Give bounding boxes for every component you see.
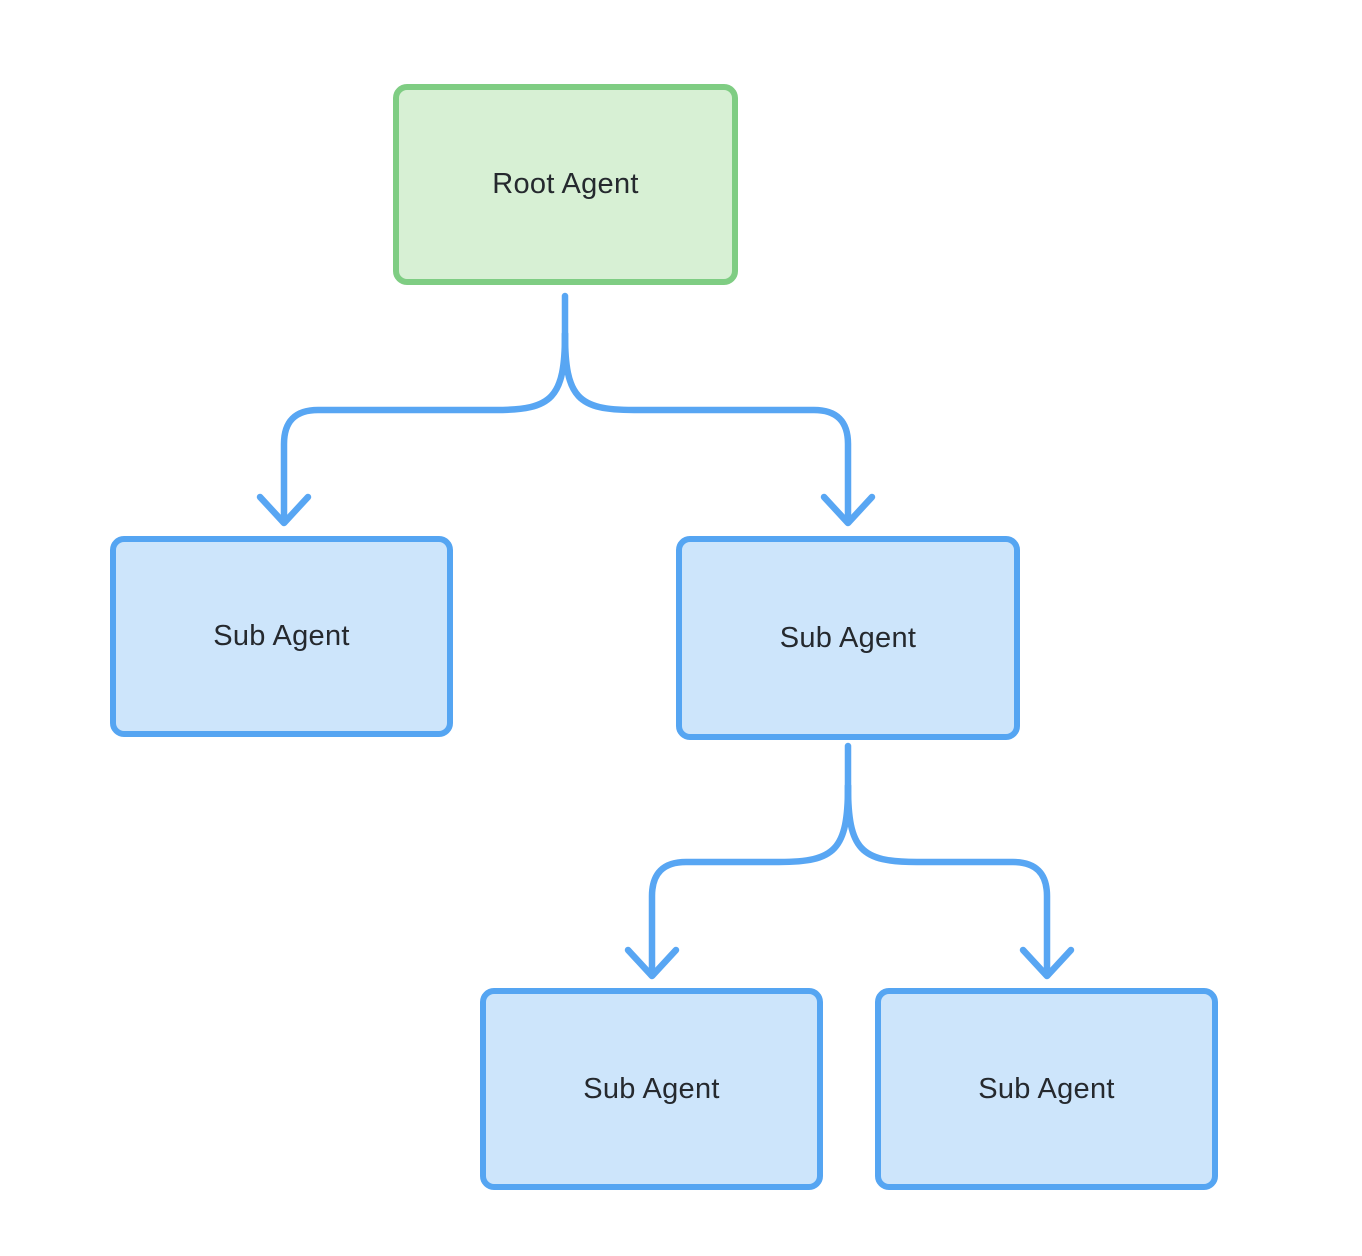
edge-root-to-sub-left <box>256 330 569 527</box>
edge-root-to-sub-right <box>561 330 876 527</box>
edge-sub-right-to-sub-bottom-right <box>844 782 1075 980</box>
edge-line <box>280 330 569 525</box>
edge-line <box>844 782 1051 978</box>
edge-sub-right-to-sub-bottom-left <box>624 782 852 980</box>
node-root-agent: Root Agent <box>393 84 738 285</box>
node-label: Sub Agent <box>583 1072 720 1105</box>
node-label: Sub Agent <box>779 621 917 654</box>
arrowhead-down-icon <box>820 493 876 527</box>
edge-line <box>648 782 852 978</box>
node-label: Root Agent <box>492 168 639 200</box>
arrowhead-down-icon <box>1019 946 1075 980</box>
node-label: Sub Agent <box>213 620 350 652</box>
node-sub-agent-right: Sub Agent <box>676 536 1020 740</box>
node-label: Sub Agent <box>978 1072 1115 1105</box>
node-sub-agent-bottom-right: Sub Agent <box>875 988 1218 1190</box>
arrowhead-down-icon <box>624 946 680 980</box>
arrowhead-down-icon <box>256 493 312 527</box>
node-sub-agent-left: Sub Agent <box>110 536 453 737</box>
node-sub-agent-bottom-left: Sub Agent <box>480 988 823 1190</box>
edge-line <box>561 330 852 525</box>
